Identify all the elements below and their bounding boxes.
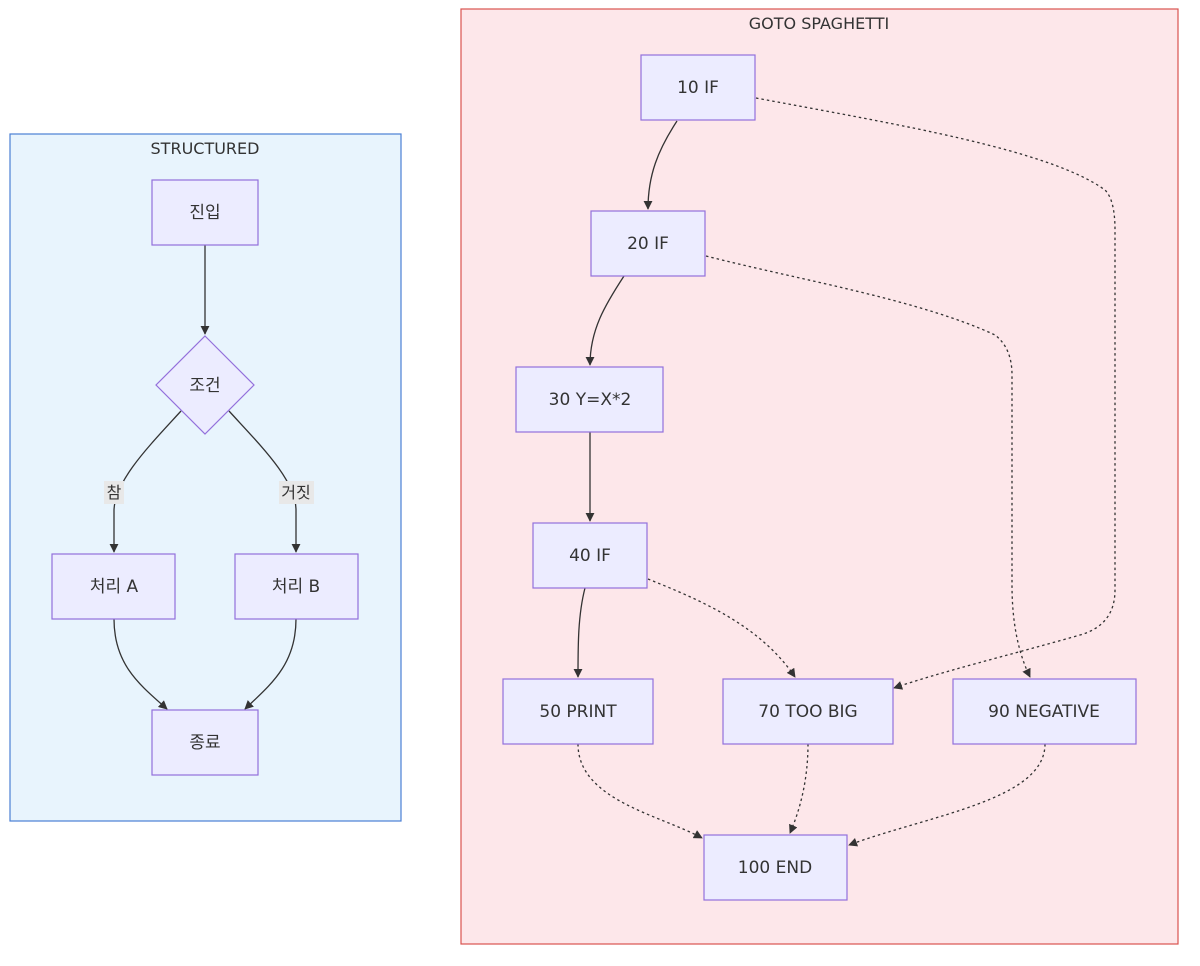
node-process-b: 처리 B (234, 553, 359, 620)
node-20-if-box (590, 210, 706, 277)
node-end-box (151, 709, 259, 776)
node-20-if: 20 IF (590, 210, 706, 277)
node-30-assign-box (515, 366, 664, 433)
structured-edges (109, 245, 301, 710)
node-entry-label: 진입 (189, 203, 220, 223)
node-end: 종료 (151, 709, 259, 776)
edge-process-b-to-end (244, 618, 297, 710)
node-condition-label: 조건 (189, 376, 220, 396)
edge-10-to-70-goto (755, 97, 1116, 690)
node-100-end-label: 100 END (738, 858, 812, 878)
node-40-if: 40 IF (532, 522, 648, 589)
node-process-a: 처리 A (51, 553, 176, 620)
goto-cluster-title: GOTO SPAGHETTI (749, 14, 889, 33)
edge-label-false-text: 거짓 (281, 483, 310, 502)
edge-label-false: 거짓 (279, 481, 314, 504)
edge-50-to-100-goto (577, 743, 703, 839)
edge-label-false-bg (279, 481, 314, 504)
node-end-label: 종료 (189, 733, 220, 753)
node-process-a-box (51, 553, 176, 620)
edge-10-to-20 (643, 120, 678, 210)
edge-label-true: 참 (104, 481, 124, 504)
goto-cluster: GOTO SPAGHETTI (460, 8, 1179, 945)
node-10-if: 10 IF (640, 54, 756, 121)
node-90-negative: 90 NEGATIVE (952, 678, 1137, 745)
node-30-assign: 30 Y=X*2 (515, 366, 664, 433)
node-10-if-label: 10 IF (677, 78, 719, 98)
edge-70-to-100-goto (789, 743, 809, 834)
goto-cluster-box (460, 8, 1179, 945)
node-10-if-box (640, 54, 756, 121)
edge-40-to-50 (573, 587, 586, 678)
node-70-too-big-label: 70 TOO BIG (758, 702, 857, 722)
edge-process-a-to-end (113, 618, 168, 710)
node-50-print-box (502, 678, 654, 745)
edge-20-to-30 (585, 275, 625, 366)
edge-condition-to-process-a (109, 410, 182, 553)
edge-label-true-bg (104, 481, 124, 504)
node-30-assign-label: 30 Y=X*2 (549, 390, 632, 410)
node-40-if-box (532, 522, 648, 589)
structured-cluster-title: STRUCTURED (151, 139, 260, 158)
edge-40-to-70-goto (647, 578, 796, 678)
node-20-if-label: 20 IF (627, 234, 669, 254)
node-70-too-big-box (722, 678, 894, 745)
node-process-b-box (234, 553, 359, 620)
node-process-a-label: 처리 A (90, 577, 139, 597)
node-entry: 진입 (151, 179, 259, 246)
node-50-print-label: 50 PRINT (539, 702, 617, 722)
node-condition-diamond (155, 335, 255, 435)
node-entry-box (151, 179, 259, 246)
node-100-end-box (703, 834, 848, 901)
node-40-if-label: 40 IF (569, 546, 611, 566)
node-90-negative-label: 90 NEGATIVE (988, 702, 1100, 722)
node-70-too-big: 70 TOO BIG (722, 678, 894, 745)
node-process-b-label: 처리 B (272, 577, 320, 597)
node-90-negative-box (952, 678, 1137, 745)
node-50-print: 50 PRINT (502, 678, 654, 745)
edge-label-true-text: 참 (107, 483, 122, 502)
edge-20-to-90-goto (705, 255, 1031, 678)
goto-edges (573, 97, 1116, 847)
node-condition: 조건 (155, 335, 255, 435)
edge-condition-to-process-b (228, 410, 301, 553)
node-100-end: 100 END (703, 834, 848, 901)
